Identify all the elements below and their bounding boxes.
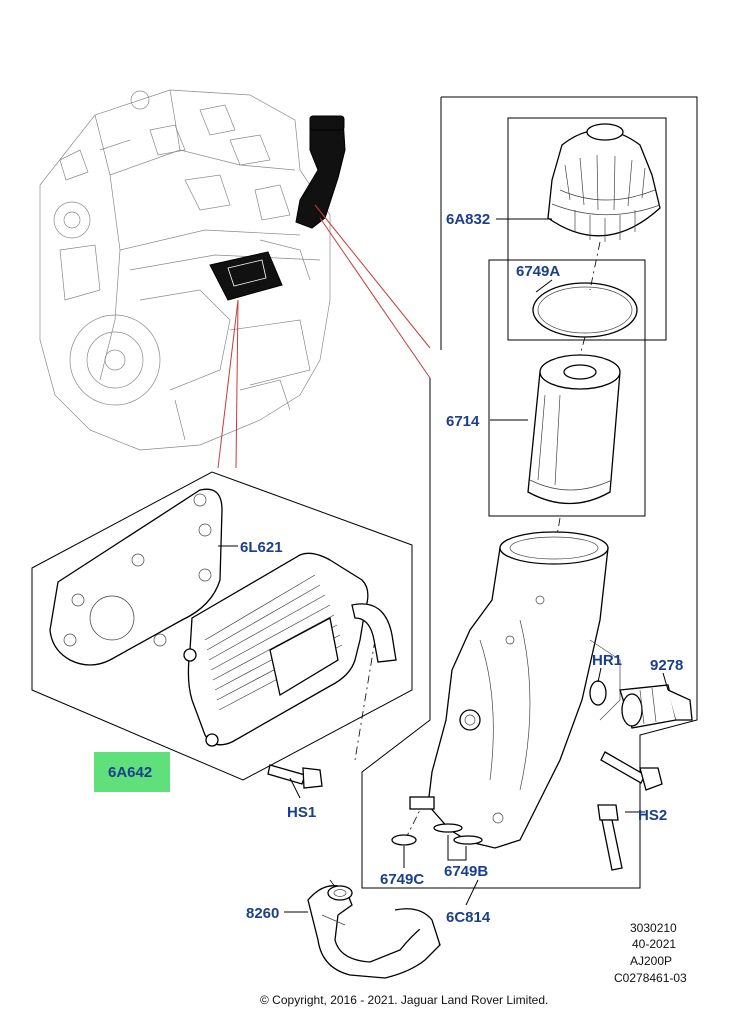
copyright: © Copyright, 2016 - 2021. Jaguar Land Ro…	[260, 993, 548, 1007]
label-6749a[interactable]: 6749A	[516, 263, 560, 280]
reference-block: 3030210 40-2021 AJ200P C0278461-03	[614, 921, 687, 985]
gasket-6l621	[49, 488, 223, 666]
label-6c814[interactable]: 6C814	[446, 909, 491, 926]
red-leader-lines	[217, 204, 431, 469]
seal-hr1	[589, 680, 607, 706]
ref-line-1: 3030210	[630, 921, 677, 935]
small-seals	[391, 823, 483, 846]
label-hr1[interactable]: HR1	[592, 652, 622, 669]
bolts-hs2	[597, 751, 663, 871]
label-hs1[interactable]: HS1	[287, 804, 316, 821]
label-8260[interactable]: 8260	[246, 905, 279, 922]
label-hs2[interactable]: HS2	[638, 807, 667, 824]
frames	[31, 96, 698, 889]
label-6749b[interactable]: 6749B	[444, 863, 488, 880]
engine-illustration	[39, 89, 331, 451]
bolt-hs1	[267, 764, 323, 789]
label-6749c[interactable]: 6749C	[380, 871, 424, 888]
o-ring-6749a	[532, 282, 638, 338]
filter-element	[527, 354, 621, 505]
label-6a832[interactable]: 6A832	[446, 211, 490, 228]
label-6l621[interactable]: 6L621	[240, 539, 283, 556]
engine-cooler-location	[209, 251, 283, 301]
ref-line-4: C0278461-03	[614, 971, 687, 985]
callout-leaders	[218, 218, 669, 913]
hose-8260	[307, 885, 441, 979]
engine-housing-location	[295, 115, 346, 229]
label-9278[interactable]: 9278	[650, 657, 683, 674]
label-6714[interactable]: 6714	[446, 413, 480, 430]
oil-cooler	[183, 552, 397, 747]
label-6a642[interactable]: 6A642	[108, 764, 152, 781]
ref-line-2: 40-2021	[632, 937, 676, 951]
oil-filter-cap	[547, 123, 661, 242]
oil-sensor-9278	[619, 684, 693, 729]
ref-line-3: AJ200P	[630, 954, 672, 968]
filter-housing	[409, 531, 621, 849]
highlight-box-6a642	[94, 752, 170, 792]
